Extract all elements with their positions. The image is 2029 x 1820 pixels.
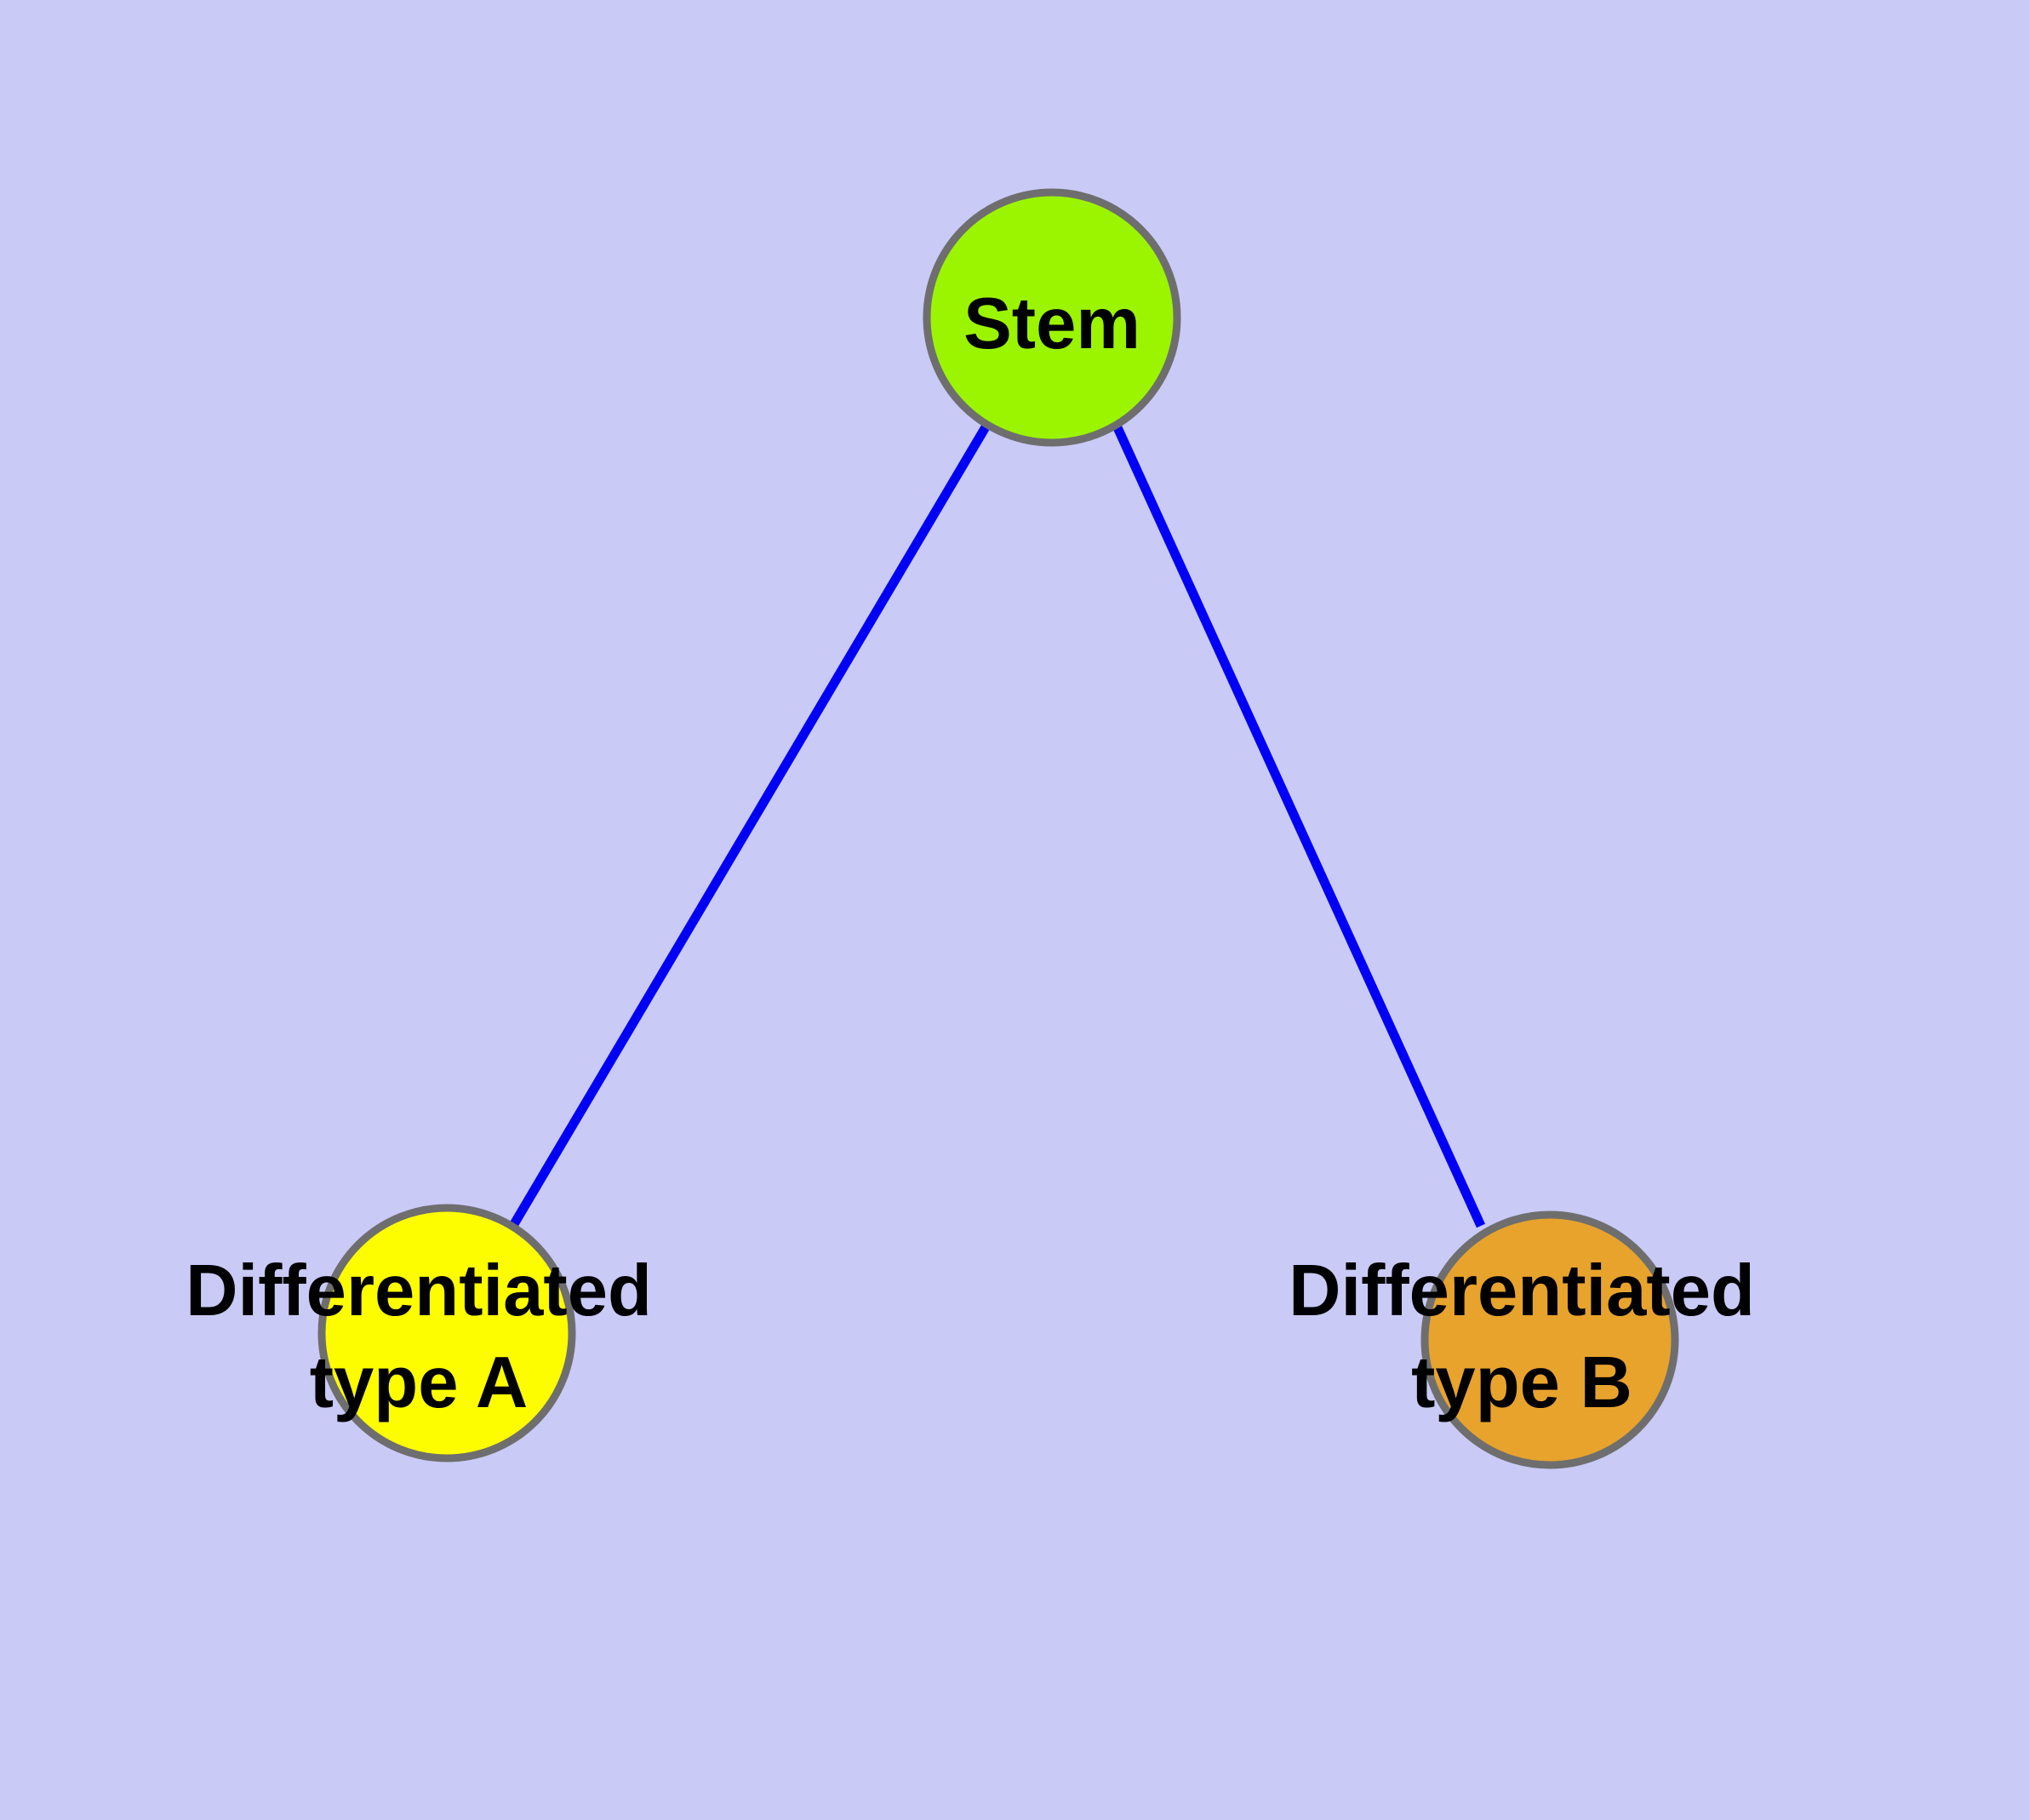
node-label-differentiated-type-a: Differentiated type A <box>186 1251 652 1423</box>
node-label-line: Stem <box>963 283 1140 364</box>
edge-stem-to-differentiated-type-b[interactable] <box>1112 423 1486 1228</box>
node-differentiated-type-a[interactable] <box>317 1204 576 1462</box>
node-differentiated-type-b[interactable] <box>1420 1210 1679 1469</box>
edge-stem-to-differentiated-type-a[interactable] <box>510 423 991 1227</box>
node-label-line: type A <box>310 1342 529 1423</box>
nodes-group <box>317 188 1679 1469</box>
node-label-line: Differentiated <box>1289 1251 1755 1331</box>
node-label-stem: Stem <box>963 283 1140 364</box>
node-label-line: Differentiated <box>186 1251 652 1331</box>
node-labels-group: Stem Differentiated type A Differentiated… <box>186 283 1755 1423</box>
node-label-differentiated-type-b: Differentiated type B <box>1289 1251 1755 1423</box>
edges-group <box>510 423 1486 1228</box>
node-stem[interactable] <box>923 188 1181 447</box>
node-label-line: type B <box>1411 1342 1632 1423</box>
